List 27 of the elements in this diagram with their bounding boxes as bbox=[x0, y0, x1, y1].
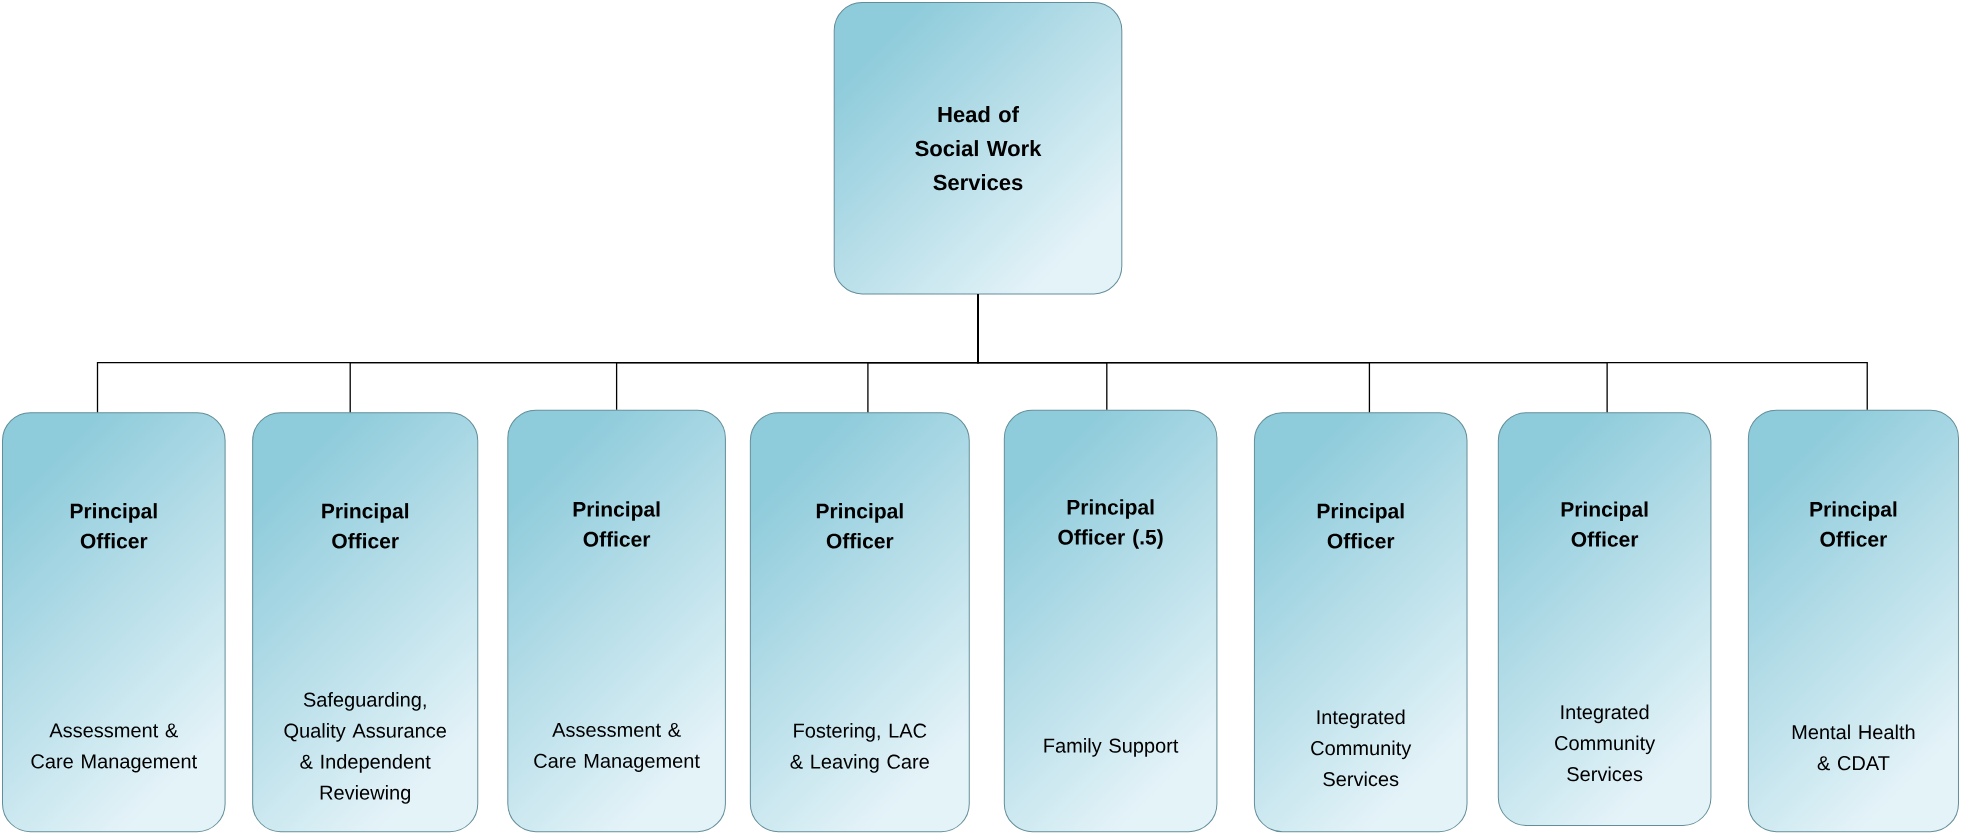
box-text: Integrated Community Services bbox=[1311, 709, 1412, 787]
box-heading: Head of Social Work Services bbox=[915, 106, 1042, 191]
box-text: Fostering, LAC & Leaving Care bbox=[790, 723, 929, 773]
org-box bbox=[1003, 409, 1218, 833]
box-text: Family Support bbox=[1044, 738, 1179, 757]
org-box bbox=[833, 2, 1123, 295]
box-heading: Principal Officer bbox=[1810, 501, 1897, 547]
box-heading: Principal Officer (.5) bbox=[1058, 499, 1163, 549]
org-box bbox=[1497, 412, 1712, 826]
connector-line bbox=[977, 293, 1868, 411]
box-text: Assessment & Care Management bbox=[534, 722, 700, 772]
box-text: Assessment & Care Management bbox=[31, 723, 197, 773]
box-text: Mental Health & CDAT bbox=[1792, 724, 1915, 771]
org-box bbox=[252, 412, 479, 833]
org-box bbox=[1747, 409, 1959, 833]
org-box bbox=[1253, 412, 1468, 833]
box-heading: Principal Officer bbox=[1561, 501, 1648, 547]
box-text: Integrated Community Services bbox=[1555, 704, 1656, 782]
box-heading: Principal Officer bbox=[70, 503, 157, 549]
org-box bbox=[749, 412, 970, 833]
box-heading: Principal Officer bbox=[1317, 503, 1404, 549]
org-box bbox=[2, 412, 226, 833]
org-box bbox=[507, 409, 726, 833]
box-heading: Principal Officer bbox=[573, 501, 660, 547]
box-heading: Principal Officer bbox=[322, 503, 409, 549]
box-heading: Principal Officer bbox=[816, 503, 903, 549]
box-text: Safeguarding, Quality Assurance & Independent Reviewing bbox=[284, 692, 446, 804]
